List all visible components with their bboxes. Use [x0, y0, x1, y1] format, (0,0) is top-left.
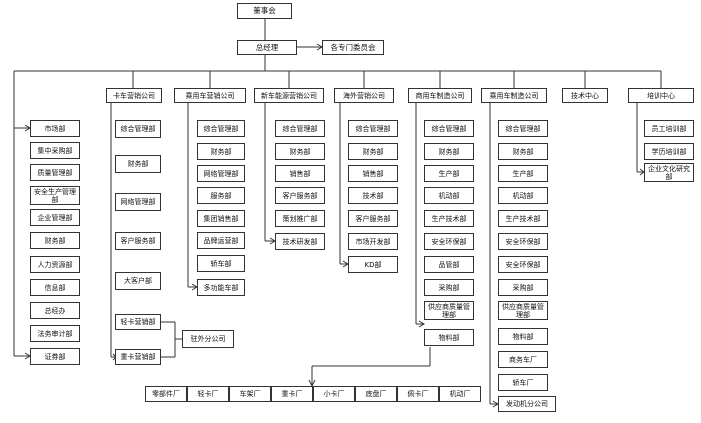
ov-dept-box: 销售部 — [348, 165, 398, 182]
factory-box: 零部件厂 — [145, 386, 187, 402]
pv-dept-box: 轿车厂 — [498, 374, 548, 391]
car-dept-box: 服务部 — [197, 187, 245, 204]
cv-dept-box: 综合管理部 — [424, 120, 474, 137]
hq-dept-box: 财务部 — [30, 232, 80, 249]
pv-dept-box: 生产部 — [498, 165, 548, 182]
factory-box: 小卡厂 — [313, 386, 355, 402]
pv-mfg-company-box: 乘用车制造公司 — [481, 88, 547, 103]
car-dept-box: 综合管理部 — [197, 120, 245, 137]
pv-dept-box: 商务车厂 — [498, 351, 548, 368]
ne-dept-box: 销售部 — [275, 165, 325, 182]
cv-dept-box: 财务部 — [424, 143, 474, 160]
car-dept-box: 轿车部 — [197, 255, 245, 272]
factory-box: 车架厂 — [229, 386, 271, 402]
car-dept-box: 多功能车部 — [197, 279, 245, 296]
truck-dept-box: 综合管理部 — [115, 120, 161, 138]
car-dept-box: 网络管理部 — [197, 165, 245, 182]
cv-mfg-company-box: 商用车制造公司 — [408, 88, 472, 103]
pv-dept-box: 综合管理部 — [498, 120, 548, 137]
car-company-box: 乘用车营销公司 — [174, 88, 246, 103]
factory-box: 轻卡厂 — [187, 386, 229, 402]
training-center-box: 培训中心 — [628, 88, 694, 103]
hq-dept-box: 法务审计部 — [30, 325, 80, 342]
hq-dept-box: 集中采购部 — [30, 142, 80, 159]
board-box: 董事会 — [237, 3, 292, 19]
cv-dept-box: 安全环保部 — [424, 233, 474, 250]
pv-dept-box: 生产技术部 — [498, 210, 548, 227]
cv-dept-box: 供应商质量管理部 — [424, 301, 474, 320]
pv-dept-box: 安全环保部 — [498, 233, 548, 250]
factory-box: 底盘厂 — [355, 386, 397, 402]
hq-dept-box: 总经办 — [30, 302, 80, 319]
ov-dept-box: 客户服务部 — [348, 210, 398, 227]
ne-dept-box: 综合管理部 — [275, 120, 325, 137]
cv-dept-box: 生产技术部 — [424, 210, 474, 227]
factory-box: 机动厂 — [439, 386, 481, 402]
cv-dept-box: 采购部 — [424, 279, 474, 296]
overseas-branch-box: 驻外分公司 — [182, 330, 234, 348]
ne-dept-box: 财务部 — [275, 143, 325, 160]
committees-box: 各专门委员会 — [322, 40, 384, 55]
training-dept-box: 员工培训部 — [644, 120, 694, 137]
hq-dept-box: 人力资源部 — [30, 256, 80, 273]
training-dept-box: 学历培训部 — [644, 143, 694, 160]
car-dept-box: 品牌运营部 — [197, 232, 245, 249]
truck-dept-box: 客户服务部 — [115, 232, 161, 250]
hq-dept-box: 市场部 — [30, 120, 80, 137]
pv-dept-box: 供应商质量管理部 — [498, 301, 548, 320]
ne-dept-box: 技术研发部 — [275, 233, 325, 250]
cv-dept-box: 生产部 — [424, 165, 474, 182]
cv-dept-box: 物料部 — [424, 329, 474, 346]
hq-dept-box: 信息部 — [30, 279, 80, 296]
general-manager-box: 总经理 — [237, 40, 297, 55]
ov-dept-box: 技术部 — [348, 187, 398, 204]
car-dept-box: 集团销售部 — [197, 210, 245, 227]
truck-company-box: 卡车营销公司 — [106, 88, 162, 103]
new-energy-company-box: 新车能源营销公司 — [254, 88, 324, 103]
cv-dept-box: 品管部 — [424, 256, 474, 273]
car-dept-box: 财务部 — [197, 143, 245, 160]
overseas-company-box: 海外营销公司 — [334, 88, 394, 103]
cv-dept-box: 机动部 — [424, 187, 474, 204]
pv-dept-box: 采购部 — [498, 279, 548, 296]
pv-dept-box: 安全环保部 — [498, 256, 548, 273]
engine-company-box: 发动机分公司 — [498, 396, 556, 412]
truck-dept-box: 大客户部 — [115, 272, 161, 290]
truck-dept-box: 财务部 — [115, 155, 161, 173]
ov-dept-box: 综合管理部 — [348, 120, 398, 137]
ne-dept-box: 策划推广部 — [275, 210, 325, 227]
pv-dept-box: 物料部 — [498, 328, 548, 345]
hq-dept-box: 企业管理部 — [30, 209, 80, 226]
tech-center-box: 技术中心 — [562, 88, 608, 103]
hq-dept-box: 证券部 — [30, 348, 80, 365]
ne-dept-box: 客户服务部 — [275, 187, 325, 204]
factory-box: 重卡厂 — [271, 386, 313, 402]
hq-dept-box: 安全生产管理部 — [30, 186, 80, 205]
ov-dept-box: 市场开发部 — [348, 233, 398, 250]
truck-dept-box: 网络管理部 — [115, 193, 161, 211]
truck-heavy-box: 重卡营销部 — [115, 349, 161, 365]
hq-dept-box: 质量管理部 — [30, 164, 80, 181]
pv-dept-box: 机动部 — [498, 187, 548, 204]
truck-light-box: 轻卡营销部 — [115, 314, 161, 330]
ov-dept-box: KD部 — [348, 256, 398, 273]
ov-dept-box: 财务部 — [348, 143, 398, 160]
pv-dept-box: 财务部 — [498, 143, 548, 160]
training-dept-box: 企业文化研究部 — [644, 163, 694, 182]
factory-box: 佩卡厂 — [397, 386, 439, 402]
